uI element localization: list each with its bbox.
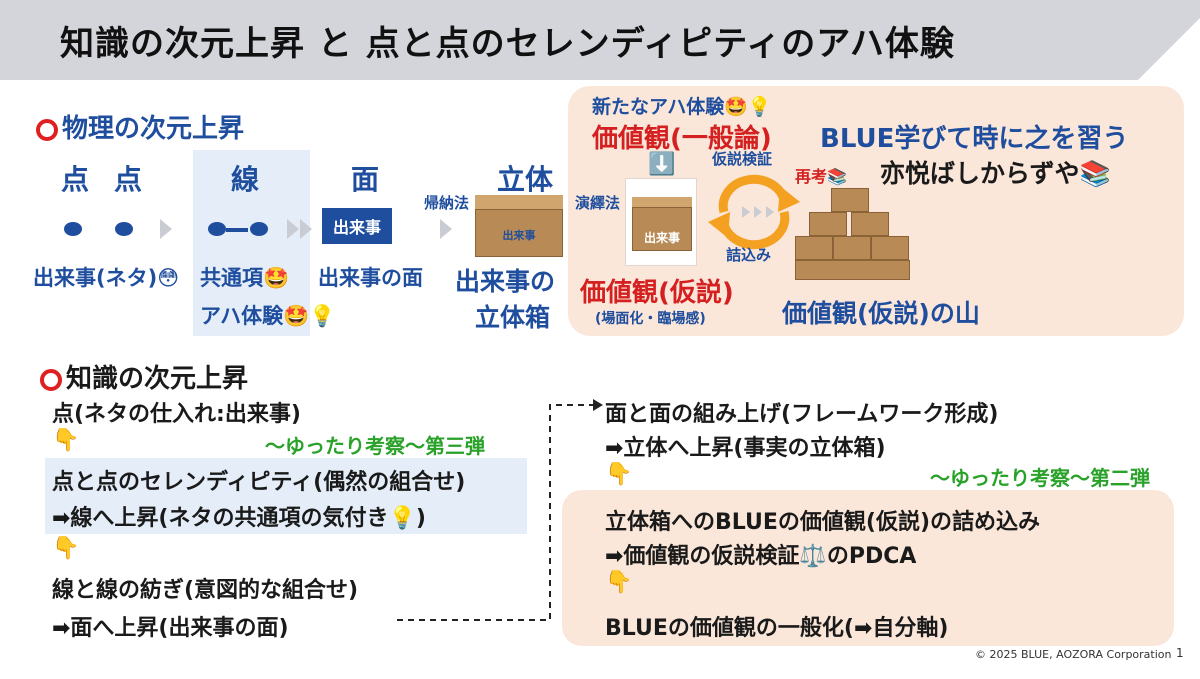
right-step5: BLUEの価値観の一般化(➡自分軸) xyxy=(605,616,949,641)
solid-caption-1: 出来事の xyxy=(455,267,556,296)
line-caption-aha: アハ体験🤩💡 xyxy=(200,304,336,328)
solid-box-icon: 出来事 xyxy=(475,195,563,257)
right-step1: 面と面の組み上げ(フレームワーク形成) xyxy=(605,402,999,427)
knowledge-step3-2: ➡面へ上昇(出来事の面) xyxy=(52,616,289,641)
value-box-label: 出来事 xyxy=(643,231,680,245)
dot-marker xyxy=(64,222,82,236)
event-face-block: 出来事 xyxy=(322,208,392,244)
general-value-label: 価値観(一般論) xyxy=(592,124,772,154)
arrow-right-icon xyxy=(300,219,312,239)
solid-box-label: 出来事 xyxy=(502,229,536,242)
value-box-card: 出来事 xyxy=(625,178,697,266)
line-segment xyxy=(226,228,248,232)
value-packing-panel xyxy=(562,490,1174,646)
dashed-connector xyxy=(397,399,603,621)
knowledge-step2-2: ➡線へ上昇(ネタの共通項の気付き💡) xyxy=(52,506,426,531)
hand-down-icon: 👇 xyxy=(52,536,80,561)
serendipity-highlight xyxy=(45,458,527,534)
reconsider-label: 再考📚 xyxy=(795,167,847,186)
physics-heading-text: 物理の次元上昇 xyxy=(62,114,245,144)
inductive-label: 帰納法 xyxy=(424,194,470,212)
solid-caption-2: 立体箱 xyxy=(475,303,551,332)
packing-label: 詰込み xyxy=(726,246,772,264)
knowledge-heading: 知識の次元上昇 xyxy=(40,358,248,395)
value-mountain-boxes-icon xyxy=(795,188,910,280)
page-number: 1 xyxy=(1176,646,1184,660)
title-bar-shape xyxy=(0,0,1200,80)
hand-down-icon: 👇 xyxy=(605,462,633,487)
situation-label: (場面化・臨場感) xyxy=(595,311,706,327)
line-column-highlight xyxy=(193,150,310,336)
right-step2: ➡立体へ上昇(事実の立体箱) xyxy=(605,436,886,461)
deductive-label: 演繹法 xyxy=(575,194,621,212)
quote-line-2: 亦悦ばしからずや📚 xyxy=(880,159,1111,188)
cycle-arrows-icon xyxy=(708,174,800,250)
value-hypothesis-label: 価値観(仮説) xyxy=(580,278,734,308)
stage-face: 面 xyxy=(350,163,379,196)
stage-solid: 立体 xyxy=(496,163,553,196)
hand-down-icon: 👇 xyxy=(52,428,80,453)
stage-line: 線 xyxy=(230,163,259,196)
page-title: 知識の次元上昇 と 点と点のセレンディピティのアハ体験 xyxy=(60,24,955,64)
stage-dot-2: 点 xyxy=(113,163,142,196)
line-end-dot xyxy=(250,222,268,236)
line-caption-common: 共通項🤩 xyxy=(200,266,290,290)
hand-down-icon: 👇 xyxy=(605,570,633,595)
copyright: © 2025 BLUE, AOZORA Corporation xyxy=(975,648,1172,661)
series3-label: ～ゆったり考察～第三弾 xyxy=(265,434,485,458)
physics-heading: 物理の次元上昇 xyxy=(36,108,244,145)
arrow-right-icon xyxy=(160,219,172,239)
right-step3: 立体箱へのBLUEの価値観(仮説)の詰め込み xyxy=(605,510,1041,535)
arrow-right-icon xyxy=(287,219,299,239)
knowledge-step1: 点(ネタの仕入れ:出来事) xyxy=(52,402,301,427)
quote-line-1: BLUE学びて時に之を習う xyxy=(820,124,1129,154)
knowledge-step3-1: 線と線の紡ぎ(意図的な組合せ) xyxy=(52,578,359,603)
hypothesis-verify-label: 仮説検証 xyxy=(712,150,773,168)
dot-marker xyxy=(115,222,133,236)
knowledge-step2-1: 点と点のセレンディピティ(偶然の組合せ) xyxy=(52,470,466,495)
line-start-dot xyxy=(208,222,226,236)
arrow-right-icon xyxy=(440,219,452,239)
knowledge-heading-text: 知識の次元上昇 xyxy=(66,364,249,394)
dot-caption: 出来事(ネタ)😳 xyxy=(33,266,180,290)
red-circle-icon xyxy=(36,118,58,141)
value-mountain-label: 価値観(仮説)の山 xyxy=(782,299,980,328)
right-step4: ➡価値観の仮説検証⚖️のPDCA xyxy=(605,544,917,569)
title-bar xyxy=(0,0,1200,80)
new-aha-label: 新たなアハ体験🤩💡 xyxy=(592,96,772,118)
series2-label: ～ゆったり考察～第二弾 xyxy=(930,466,1150,490)
face-caption: 出来事の面 xyxy=(318,266,423,290)
down-arrow-icon: ⬇️ xyxy=(648,152,676,177)
red-circle-icon xyxy=(40,368,62,391)
stage-dot-1: 点 xyxy=(60,163,89,196)
